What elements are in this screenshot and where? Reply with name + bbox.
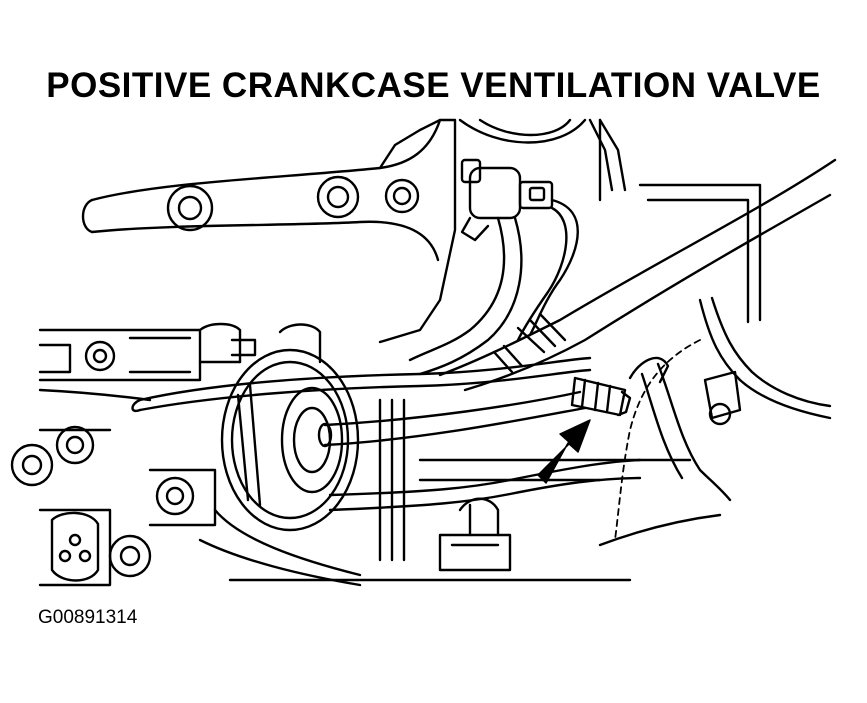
throttle-body-outline bbox=[460, 120, 760, 322]
arrow-pointer-icon bbox=[538, 420, 590, 483]
pcv-hose-right bbox=[642, 298, 830, 500]
pcv-hose-main bbox=[440, 160, 835, 390]
round-housing bbox=[222, 350, 358, 530]
sensor-connector-top bbox=[462, 160, 552, 240]
lower-left-components bbox=[40, 470, 360, 585]
pcv-valve bbox=[572, 358, 668, 415]
vacuum-hose-left bbox=[410, 218, 521, 374]
left-components bbox=[12, 324, 320, 485]
intake-runner bbox=[83, 120, 440, 260]
figure-code: G00891314 bbox=[38, 607, 138, 628]
lower-pipes bbox=[330, 400, 690, 560]
vacuum-hose-right bbox=[518, 200, 578, 340]
housing-inlet-hose bbox=[319, 392, 585, 446]
diagram-title: POSITIVE CRANKCASE VENTILATION VALVE bbox=[46, 66, 821, 105]
hose-clamp-upper bbox=[518, 314, 565, 352]
hidden-line bbox=[615, 340, 700, 540]
intake-bolt-center bbox=[318, 177, 358, 217]
breather-hose bbox=[133, 358, 591, 411]
intake-bolt-left bbox=[168, 186, 212, 230]
engine-illustration bbox=[0, 112, 867, 592]
base-lines bbox=[230, 515, 720, 580]
intake-bolt-right bbox=[386, 180, 418, 212]
intake-bracket bbox=[380, 120, 455, 342]
lower-connector bbox=[440, 499, 510, 570]
